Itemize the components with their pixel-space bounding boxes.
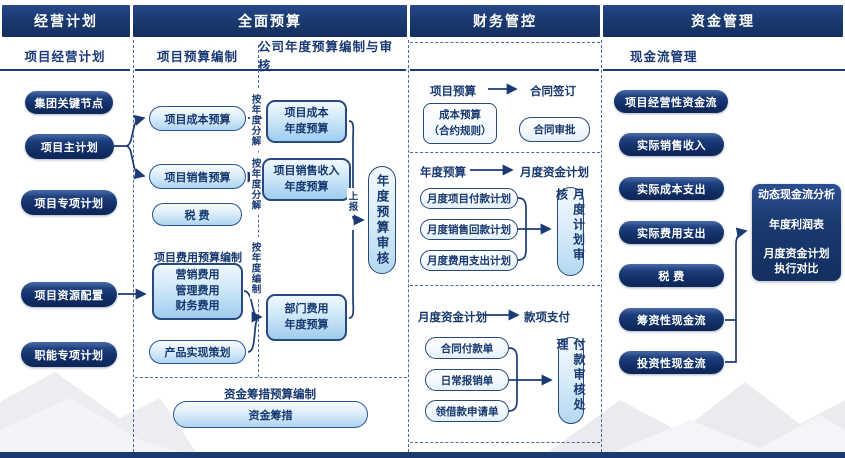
divider-line <box>0 69 130 71</box>
divider-line <box>603 69 845 71</box>
control-node-monthly-expense-plan: 月度费用支出计划 <box>420 250 518 271</box>
flow-label-yearly-split-1: 按年度分解 <box>250 89 261 151</box>
budget-node-year-sales: 项目销售收入 年度预算 <box>262 158 351 201</box>
control-node-monthly-collection-plan: 月度销售回款计划 <box>420 219 518 240</box>
divider-line <box>135 69 406 71</box>
fund-raising-section-label: 资金筹措预算编制 <box>224 389 316 401</box>
funds-node-investing-cashflow: 投资性现金流 <box>619 351 724 374</box>
control-node-monthly-review: 月度计划审核 <box>555 187 586 276</box>
plan-node-special-plan: 项目专项计划 <box>21 190 117 215</box>
bottom-bar <box>0 452 845 458</box>
column-separator <box>601 40 602 452</box>
plan-node-resource-config: 项目资源配置 <box>21 282 117 307</box>
budget-node-fee-box: 营销费用 管理费用 财务费用 <box>152 263 243 320</box>
control-node-contract-payment-form: 合同付款单 <box>425 337 509 359</box>
control-s2-to: 月度资金计划 <box>520 167 589 179</box>
control-section-divider <box>410 442 600 443</box>
control-s3-to: 款项支付 <box>524 312 570 324</box>
budget-node-tax: 税 费 <box>152 203 242 226</box>
flow-label-yearly-compile: 按年度编制 <box>250 237 261 299</box>
funds-node-analysis-box: 动态现金流分析 年度利润表 月度资金计划 执行对比 <box>752 184 841 281</box>
budget-fee-section-label: 项目费用预算编制 <box>154 252 242 264</box>
flow-label-submit: 上报 <box>347 188 358 214</box>
control-node-loan-application-form: 领借款申请单 <box>425 400 509 422</box>
column-separator <box>133 40 134 452</box>
control-s1-to: 合同签订 <box>530 86 576 98</box>
control-section-divider <box>410 285 600 286</box>
control-node-cost-rules: 成本预算 （合约规则） <box>423 103 497 144</box>
budget-node-fund-raising: 资金筹措 <box>173 401 368 428</box>
subheader-project-plan: 项目经营计划 <box>24 49 106 64</box>
budget-node-product-planning: 产品实现策划 <box>149 340 246 364</box>
header-business-plan: 经营计划 <box>2 5 130 37</box>
control-node-daily-reimbursement-form: 日常报销单 <box>425 369 509 391</box>
budget-node-project-sales: 项目销售预算 <box>149 164 246 189</box>
budget-node-year-dept: 部门费用 年度预算 <box>266 294 347 341</box>
budget-node-annual-review: 年度预算审核 <box>368 166 396 274</box>
funds-node-operating-cashflow: 项目经营性资金流 <box>614 90 728 113</box>
subheader-cashflow: 现金流管理 <box>630 49 698 64</box>
subheader-project-budget: 项目预算编制 <box>156 49 238 64</box>
control-section-divider <box>410 42 600 43</box>
control-node-contract-approval: 合同审批 <box>519 117 590 142</box>
plan-node-functional-plan: 职能专项计划 <box>21 342 117 367</box>
funds-node-actual-cost: 实际成本支出 <box>619 177 724 200</box>
plan-node-group-milestones: 集团关键节点 <box>25 91 113 114</box>
control-s3-from: 月度资金计划 <box>418 312 487 324</box>
budget-node-project-cost: 项目成本预算 <box>149 106 246 131</box>
funds-node-actual-sales: 实际销售收入 <box>619 133 724 156</box>
budget-section-divider <box>135 377 407 378</box>
header-overall-budget: 全面预算 <box>133 5 407 37</box>
subheader-company-budget: 公司年度预算编制与审核 <box>258 40 394 73</box>
header-fund-management: 资金管理 <box>603 5 843 37</box>
funds-node-actual-expense: 实际费用支出 <box>619 221 724 244</box>
header-financial-control: 财务管控 <box>410 5 600 37</box>
control-s2-from: 年度预算 <box>420 167 466 179</box>
flow-label-yearly-split-2: 按年度分解 <box>250 153 261 215</box>
control-node-payment-review: 付款审核处理 <box>555 337 586 424</box>
plan-node-master-plan: 项目主计划 <box>25 134 114 159</box>
control-s1-from: 项目预算 <box>430 86 476 98</box>
budget-node-year-cost: 项目成本 年度预算 <box>266 100 347 143</box>
funds-node-financing-cashflow: 筹资性现金流 <box>619 308 724 331</box>
funds-node-tax: 税 费 <box>619 264 724 287</box>
column-separator <box>408 40 409 452</box>
control-node-monthly-payment-plan: 月度项目付款计划 <box>420 188 518 209</box>
control-section-divider <box>410 152 600 153</box>
divider-line <box>410 69 599 71</box>
